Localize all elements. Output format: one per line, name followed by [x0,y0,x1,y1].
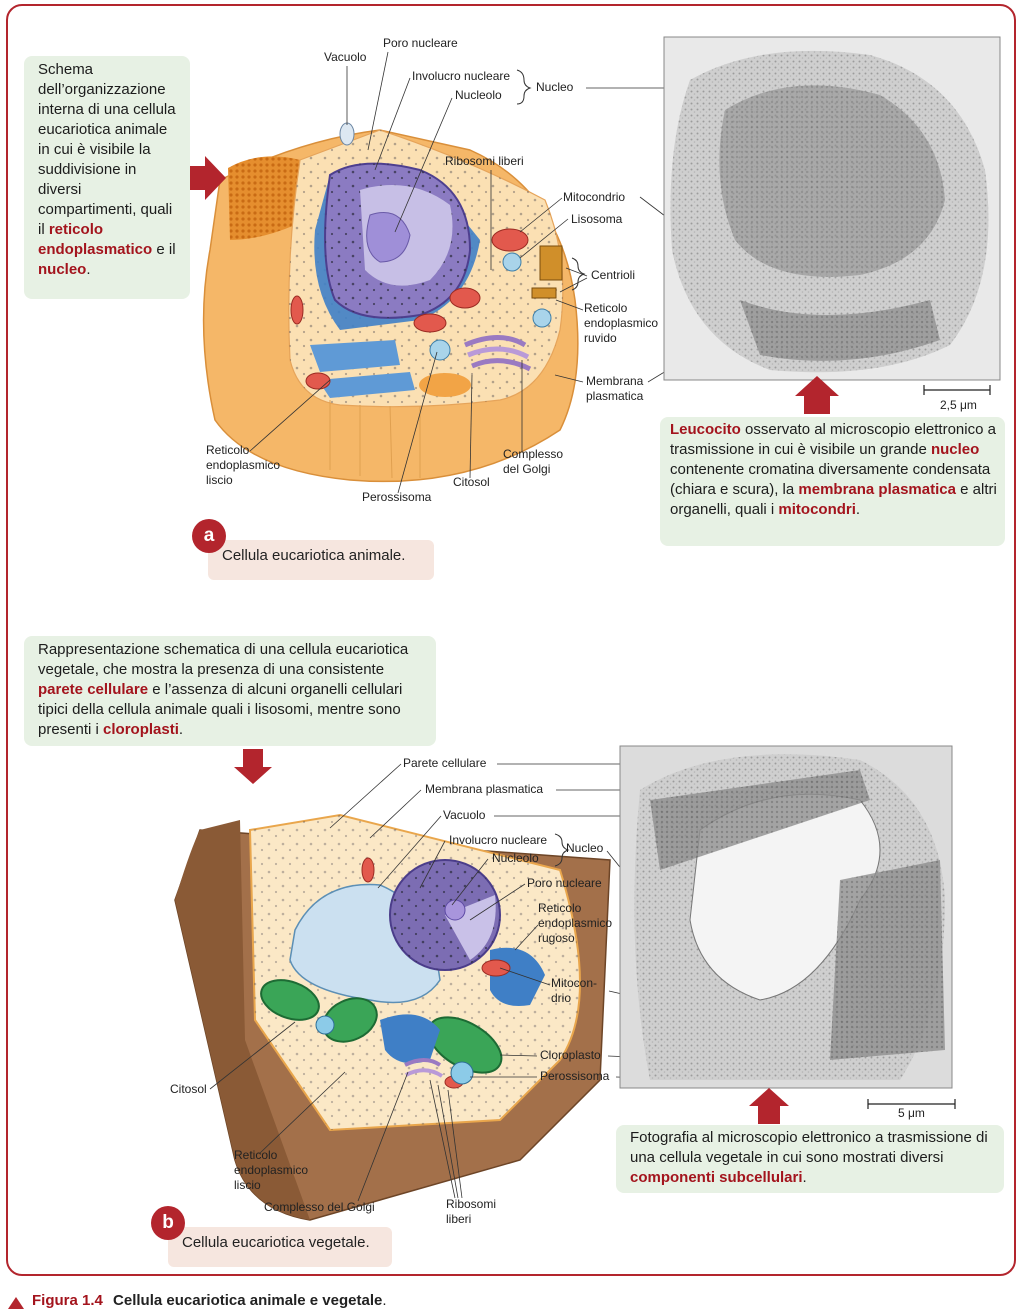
note-text-segment: . [855,501,861,518]
label-parete-cellulare: Parete cellulare [403,756,487,770]
label-nucleolo: Nucleolo [455,88,502,102]
highlighted-term: membrana plasmatica [798,481,956,498]
note-text-segment: e il [152,241,176,258]
note-text-segment: . [802,1169,807,1186]
triangle-icon [8,1297,24,1309]
label-vacuolo: Vacuolo [324,50,367,64]
label-ser-line1: Reticolo [234,1148,278,1162]
label-ser-line1: Reticolo [206,443,250,457]
label-citosol: Citosol [453,475,490,489]
note-text-segment: Fotografia al microscopio elettronico a … [630,1129,988,1166]
label-citosol: Citosol [170,1082,207,1096]
panel-a-brace [516,69,532,105]
label-poro-nucleare: Poro nucleare [383,36,458,50]
label-lisosoma: Lisosoma [571,212,623,226]
note-text-segment: contenente cromatina diversamente conden… [670,461,991,498]
label-ser-line3: liscio [206,473,233,487]
label-centrioli: Centrioli [591,268,636,282]
label-rer-line2: endoplasmico [584,316,659,330]
label-rer-line1: Reticolo [584,301,628,315]
label-golgi-line1: Complesso [503,447,564,461]
label-mitocondrio: Mitocondrio [563,190,626,204]
label-vacuolo: Vacuolo [443,808,486,822]
arrow-down-icon [234,749,272,784]
caption-panel-b-text: Cellula eucariotica vegetale. [182,1234,370,1251]
label-membrana-line1: Membrana [586,374,644,388]
scale-bar-b-label: 5 μm [898,1106,925,1120]
figure-caption: Figura 1.4 Cellula eucariotica animale e… [32,1292,387,1309]
highlighted-term: nucleo [930,441,980,458]
note-text-segment: osservato al microscopio elettronico a t… [670,421,996,458]
label-ribosomi-line2: liberi [446,1212,472,1226]
highlighted-term: parete cellulare [38,681,149,698]
note-plant-schema-text: Rappresentazione schematica di una cellu… [38,641,408,738]
label-membrana-plasmatica: Membrana plasmatica [425,782,544,796]
note-animal-schema: Schema dell’organizzazione interna di un… [24,56,190,299]
highlighted-term: Leucocito [670,421,741,438]
note-text-segment: e l’assenza di alcuni organelli cellular… [38,681,403,738]
figure-title-period: . [382,1292,387,1309]
highlighted-term: reticolo endoplasmatico [38,221,153,258]
scale-bar-a-label: 2,5 μm [940,398,977,412]
note-plant-micrograph-text: Fotografia al microscopio elettronico a … [630,1129,988,1186]
label-rer-line2: endoplasmico [538,916,613,930]
arrow-up-icon [749,1088,789,1124]
badge-a: a [192,519,226,553]
label-nucleo: Nucleo [536,80,574,94]
label-golgi: Complesso del Golgi [264,1200,375,1214]
label-ribosomi-line1: Ribosomi [446,1197,497,1211]
caption-panel-a-text: Cellula eucariotica animale. [222,547,406,564]
note-text-segment: Rappresentazione schematica di una cellu… [38,641,409,678]
label-perossisoma: Perossisoma [362,490,432,504]
badge-b: b [151,1206,185,1240]
figure-number: Figura 1.4 [32,1292,103,1309]
note-leukocyte-text: Leucocito osservato al microscopio elett… [670,421,997,518]
leukocyte-micrograph [663,36,1001,381]
arrow-up-icon [795,376,839,414]
highlighted-term: nucleo [38,261,87,278]
note-leukocyte: Leucocito osservato al microscopio elett… [660,417,1005,546]
label-ser-line2: endoplasmico [206,458,281,472]
plant-cell-micrograph [619,745,953,1089]
label-cloroplasto: Cloroplasto [540,1048,601,1062]
label-membrana-line2: plasmatica [586,389,644,403]
note-plant-schema: Rappresentazione schematica di una cellu… [24,636,436,746]
note-animal-schema-text: Schema dell’organizzazione interna di un… [38,61,176,278]
figure-title: Cellula eucariotica animale e vegetale [113,1292,383,1309]
label-involucro-nucleare: Involucro nucleare [412,69,511,83]
label-poro-nucleare: Poro nucleare [527,876,602,890]
plant-cell-drawing [174,813,611,1221]
highlighted-term: cloroplasti [103,721,179,738]
note-plant-micrograph: Fotografia al microscopio elettronico a … [616,1125,1004,1193]
label-golgi-line2: del Golgi [503,462,551,476]
label-rer-line3: ruvido [584,331,617,345]
label-ribosomi-liberi: Ribosomi liberi [445,154,524,168]
label-mito-line1: Mitocon- [551,976,598,990]
label-mito-line2: drio [551,991,572,1005]
highlighted-term: componenti subcellulari [630,1169,803,1186]
label-rer-line1: Reticolo [538,901,582,915]
note-text-segment: Schema dell’organizzazione interna di un… [38,61,176,238]
label-ser-line3: liscio [234,1178,261,1192]
animal-cell-drawing [202,122,579,483]
label-rer-line3: rugoso [538,931,575,945]
label-nucleolo: Nucleolo [492,851,539,865]
arrow-right-icon [190,156,226,200]
note-text-segment: . [86,261,91,278]
label-nucleo: Nucleo [566,841,604,855]
note-text-segment: . [178,721,184,738]
label-perossisoma: Perossisoma [540,1069,610,1083]
caption-panel-b: Cellula eucariotica vegetale. [168,1227,392,1267]
label-ser-line2: endoplasmico [234,1163,309,1177]
caption-panel-a: Cellula eucariotica animale. [208,540,434,580]
label-involucro-nucleare: Involucro nucleare [449,833,548,847]
figure-frame [6,4,1016,1276]
highlighted-term: mitocondri [778,501,856,518]
note-text-segment: e altri organelli, quali i [670,481,997,518]
